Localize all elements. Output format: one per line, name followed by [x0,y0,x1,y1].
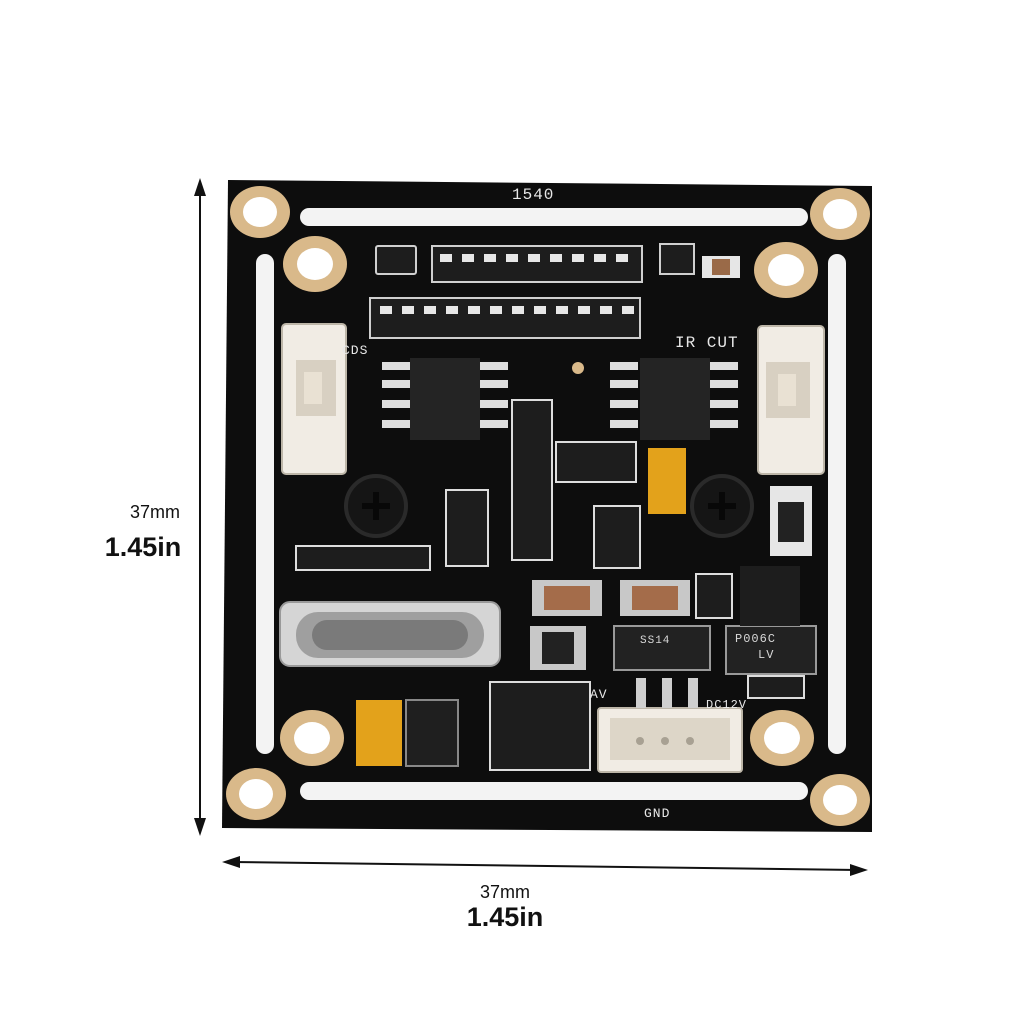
smd-caps-top [702,256,740,278]
fuse-marking-line1: P006C [735,632,777,646]
horizontal-dimension-inch: 1.45in [466,902,544,932]
horizontal-dimension-mm: 37mm [479,882,530,902]
smd-components [295,362,817,771]
vertical-dimension-arrow [194,178,206,836]
dc12v-label: DC12V [706,698,748,712]
cds-connector [281,323,347,475]
mounting-screws [344,474,754,538]
ic-chips [382,358,738,440]
vertical-dimension-inch: 1.45in [104,532,182,562]
crystal-oscillator [279,601,501,667]
top-resistor-detail [380,254,634,314]
diode-marking: SS14 [640,635,671,647]
fuse-marking-line2: LV [758,648,775,662]
horizontal-dimension-arrow [222,856,868,876]
board-top-marking: 1540 [512,186,555,204]
mounting-pads [226,186,870,826]
gnd-label: GND [644,806,671,821]
ir-cut-connector [757,325,825,475]
ir-cut-label: IR CUT [675,334,739,352]
vertical-dimension-mm: 37mm [129,502,180,522]
av-label: AV [590,687,608,702]
top-resistor-array [369,243,695,339]
av-dc12v-connector [597,678,743,773]
cds-label: CDS [342,343,369,358]
